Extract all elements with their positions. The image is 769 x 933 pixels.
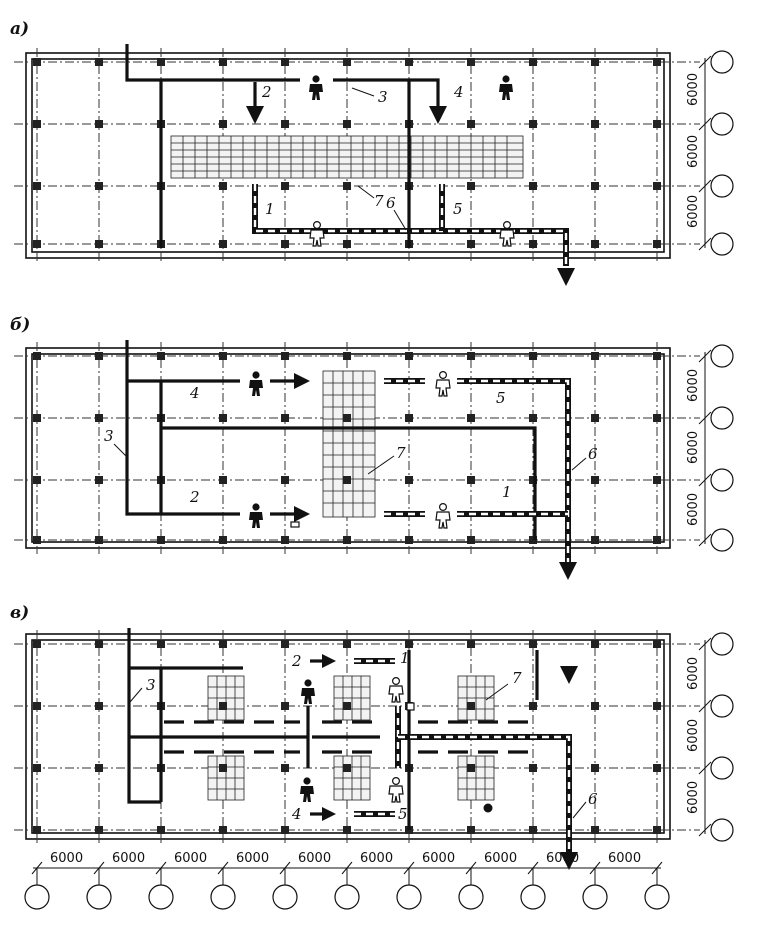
worker-dark-icon <box>499 75 513 100</box>
callout-7: 7 <box>512 669 522 687</box>
callout-2: 2 <box>189 488 200 506</box>
callout-3: 3 <box>104 427 114 445</box>
worker-dark-icon <box>249 503 263 528</box>
right-dimensions: 6000 6000 6000 <box>686 632 734 842</box>
flow-arrow-icon <box>322 654 336 668</box>
dim-label: 6000 <box>546 851 579 866</box>
callout-5: 5 <box>496 389 506 407</box>
dim-label: 6000 <box>686 431 701 464</box>
flow-arrow-icon <box>429 106 447 124</box>
grid-lines <box>14 48 700 262</box>
right-dimensions: 6000 6000 6000 <box>686 344 734 552</box>
flow-arrow-icon <box>246 106 264 124</box>
flow-arrow-icon <box>294 373 310 389</box>
dim-label: 6000 <box>686 493 701 526</box>
callout-7: 7 <box>396 444 406 462</box>
columns <box>33 352 661 544</box>
callout-1: 1 <box>265 200 275 218</box>
worker-light-icon <box>499 221 515 247</box>
callout-5: 5 <box>398 805 408 823</box>
flow-arrow-icon <box>322 807 336 821</box>
dim-label: 6000 <box>686 73 701 106</box>
dim-label: 6000 <box>686 781 701 814</box>
flow-arrow-icon <box>560 666 578 684</box>
dim-label: 6000 <box>298 851 331 866</box>
worker-dark-icon <box>309 75 323 100</box>
panel-label-a: а) <box>10 19 29 39</box>
dim-label: 6000 <box>422 851 455 866</box>
callout-2: 2 <box>261 83 272 101</box>
worker-light-icon <box>309 221 325 247</box>
outer-wall <box>25 52 671 259</box>
panel-b: б) <box>10 315 734 580</box>
dim-label: 6000 <box>360 851 393 866</box>
dim-label: 6000 <box>686 657 701 690</box>
callout-2: 2 <box>291 652 302 670</box>
worker-light-icon <box>388 676 404 703</box>
columns <box>33 640 661 834</box>
worker-dark-icon <box>300 777 314 802</box>
dim-label: 6000 <box>686 135 701 168</box>
flow-arrow-icon <box>560 852 578 870</box>
dim-label: 6000 <box>174 851 207 866</box>
callout-6: 6 <box>588 790 598 808</box>
flow-arrow-icon <box>557 268 575 286</box>
dirty-routes <box>127 628 578 830</box>
worker-light-icon <box>388 776 404 803</box>
shower-areas-7 <box>207 675 495 801</box>
dim-label: 6000 <box>686 195 701 228</box>
dim-label: 6000 <box>112 851 145 866</box>
callout-4: 4 <box>291 805 302 823</box>
dim-label: 6000 <box>686 369 701 402</box>
clean-routes <box>354 658 578 870</box>
flow-arrow-icon <box>294 506 310 522</box>
flow-arrow-icon <box>559 562 577 580</box>
worker-dark-icon <box>301 679 315 704</box>
clean-routes <box>384 378 577 580</box>
callout-4: 4 <box>189 384 200 402</box>
worker-light-icon <box>435 371 451 397</box>
dim-label: 6000 <box>236 851 269 866</box>
callout-5: 5 <box>453 200 463 218</box>
right-dimensions: 6000 6000 6000 <box>686 50 734 256</box>
worker-dark-icon <box>249 371 263 396</box>
callout-6: 6 <box>588 445 598 463</box>
callout-7: 7 <box>374 192 384 210</box>
callout-3: 3 <box>146 676 156 694</box>
callout-3: 3 <box>378 88 388 106</box>
callout-4: 4 <box>453 83 464 101</box>
bottom-dimensions: 6000 6000 6000 6000 6000 6000 6000 6000 … <box>24 851 670 910</box>
worker-light-icon <box>435 503 451 529</box>
shower-mesh-lines <box>323 371 375 517</box>
callout-1: 1 <box>400 649 410 667</box>
dim-label: 6000 <box>50 851 83 866</box>
dirty-routes <box>125 44 447 248</box>
dim-label: 6000 <box>608 851 641 866</box>
callout-1: 1 <box>502 483 512 501</box>
dim-label: 6000 <box>686 719 701 752</box>
panel-v: в) <box>10 603 734 910</box>
outer-wall <box>25 347 671 549</box>
clean-routes <box>252 184 575 286</box>
panel-label-b: б) <box>10 315 30 335</box>
panel-label-v: в) <box>10 603 29 623</box>
shower-mesh-lines <box>171 136 523 178</box>
dirty-routes <box>125 340 537 540</box>
panel-a: а) <box>10 19 734 286</box>
shower-area-7 <box>322 370 376 518</box>
dim-label: 6000 <box>484 851 517 866</box>
callout-6: 6 <box>386 194 396 212</box>
outer-wall <box>25 633 671 840</box>
